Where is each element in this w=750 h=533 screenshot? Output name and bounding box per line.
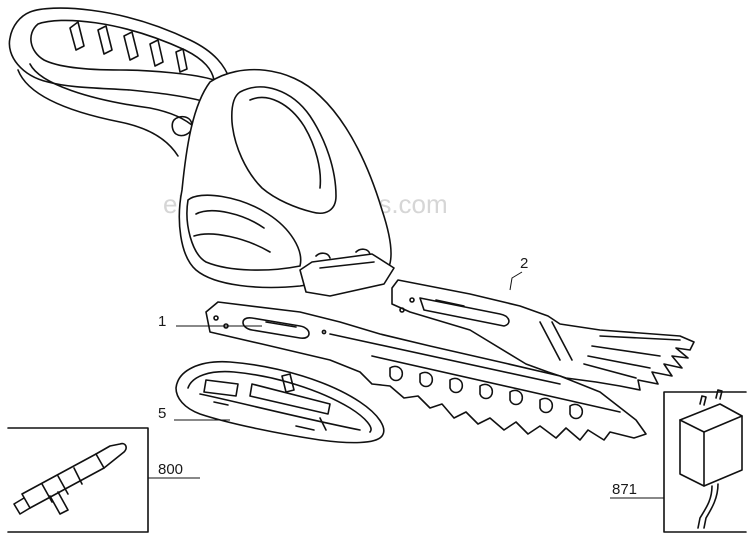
tool-body — [8, 7, 395, 297]
part-label-1: 1 — [158, 313, 166, 330]
part-label-5: 5 — [158, 405, 166, 422]
part-label-871: 871 — [612, 481, 637, 498]
leader-line-2 — [509, 271, 523, 291]
part-label-800: 800 — [158, 461, 183, 478]
charger-jack-part-800 — [7, 427, 149, 533]
cutter-blade-part-1 — [205, 301, 647, 441]
part-label-2: 2 — [520, 255, 528, 272]
charger-part-871 — [663, 389, 747, 533]
blade-cover-part-5 — [175, 360, 385, 444]
shear-blade-part-2 — [391, 279, 695, 391]
